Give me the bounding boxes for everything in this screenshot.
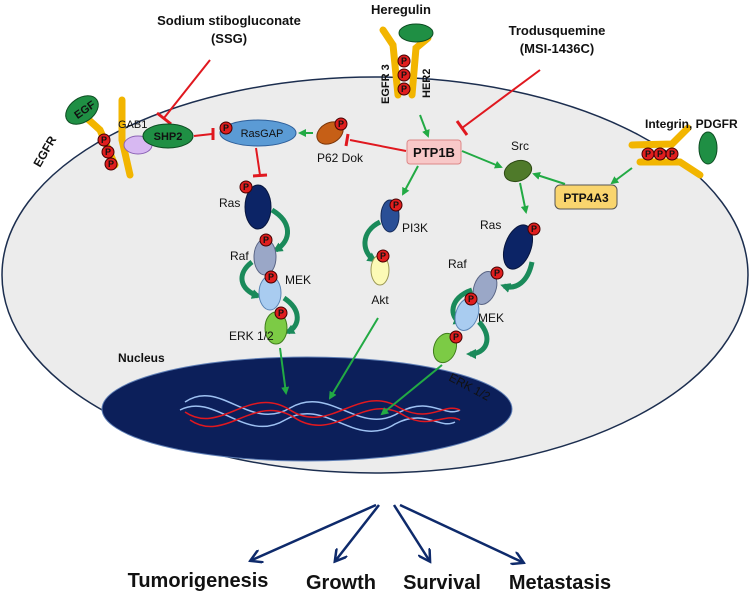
- rasgap-phospho: [219, 121, 233, 135]
- svg-text:P: P: [645, 149, 651, 159]
- outcome-arrows: [252, 503, 522, 562]
- raf-left-phospho: P: [263, 235, 269, 245]
- egfr-label: EGFR: [30, 133, 59, 169]
- svg-text:P: P: [108, 159, 114, 169]
- mek-right-phospho: P: [468, 294, 474, 304]
- msi-inhibition-line: [461, 69, 541, 129]
- ras-right-node: [502, 224, 534, 270]
- heregulin-label: Heregulin: [371, 2, 431, 17]
- her2-egfr3-receptor: [379, 23, 434, 99]
- mek-left-phospho: P: [268, 272, 274, 282]
- integrin-label: Integrin, PDGFR: [645, 117, 738, 131]
- outcome-survival: Survival: [403, 572, 481, 592]
- right-mapk-cascade: P Ras P Raf P MEK P ERK 1/2: [432, 218, 541, 404]
- svg-text:P: P: [401, 84, 407, 94]
- her2-label: HER2: [421, 69, 433, 98]
- svg-text:P: P: [657, 149, 663, 159]
- shp2-label: SHP2: [154, 131, 183, 143]
- outcome-metastasis: Metastasis: [509, 572, 611, 592]
- erk-left-label: ERK 1/2: [229, 329, 274, 343]
- p62dok-label: P62 Dok: [317, 151, 364, 165]
- ssg-label-line2: (SSG): [211, 31, 247, 46]
- mek-right-label: MEK: [478, 311, 504, 325]
- erk-right-phospho: P: [453, 332, 459, 342]
- ras-left-node: [244, 184, 272, 230]
- raf-right-label: Raf: [448, 257, 467, 271]
- ras-right-phospho: P: [531, 224, 537, 234]
- raf-right-phospho: P: [494, 268, 500, 278]
- rasgap-inhibits-ras: [255, 147, 261, 176]
- egfr3-label: EGFR 3: [380, 64, 392, 104]
- p62-phospho-label: P: [338, 119, 344, 129]
- msi-inhibition-bar: [455, 120, 469, 136]
- pi3k-label: PI3K: [402, 221, 428, 235]
- ras-left-label: Ras: [219, 196, 240, 210]
- erk-left-to-nucleus-arrow: [279, 347, 290, 395]
- rasgap-node: [219, 119, 297, 147]
- nucleus-label: Nucleus: [118, 351, 165, 365]
- ssg-label-line1: Sodium stibogluconate: [157, 13, 301, 28]
- akt-phospho-label: P: [380, 251, 386, 261]
- pi3k-phospho: [389, 198, 403, 212]
- ptp1b-to-src-arrow: [461, 150, 503, 169]
- erk-right-to-nucleus-arrow: [380, 364, 443, 416]
- ptp4a3-label: PTP4A3: [563, 191, 609, 205]
- rasgap-inhibits-ras-bar: [252, 173, 268, 178]
- egfr-receptor: EGF: [65, 95, 134, 179]
- integrin-pdgfr-receptor: [628, 124, 718, 179]
- akt-label: Akt: [371, 293, 389, 307]
- pi3k-to-akt-curved-arrow: [362, 219, 382, 263]
- pi3k-phospho-label: P: [393, 200, 399, 210]
- rasgap-phospho-label: P: [223, 123, 229, 133]
- src-node: [503, 159, 533, 183]
- ptp1b-label: PTP1B: [413, 145, 455, 160]
- raf-left-label: Raf: [230, 249, 249, 263]
- heregulin-ligand: [398, 23, 434, 43]
- shp2-inhibits-rasgap: [193, 133, 213, 137]
- ptp1b-inhibits-p62-bar: [344, 133, 350, 147]
- svg-text:P: P: [401, 56, 407, 66]
- receptor-to-ptp1b-arrow: [419, 114, 430, 138]
- dna-helix: [179, 395, 461, 432]
- mek-left-label: MEK: [285, 273, 311, 287]
- svg-text:P: P: [669, 149, 675, 159]
- src-label: Src: [511, 139, 529, 153]
- p62-phospho: [334, 117, 348, 131]
- outcome-tumorigenesis: Tumorigenesis: [128, 570, 269, 592]
- nucleus: [101, 356, 513, 462]
- integrin-ligand: [698, 131, 718, 165]
- outcome-growth: Growth: [306, 572, 376, 592]
- ras-right-label: Ras: [480, 218, 501, 232]
- ras-left-phospho: P: [243, 182, 249, 192]
- ptp4a3-node: [554, 184, 618, 210]
- svg-text:P: P: [101, 135, 107, 145]
- gab1-label: GAB1: [118, 119, 147, 131]
- akt-phospho: [376, 249, 390, 263]
- receptor-phospho-labels: P P P P P P P P P: [101, 56, 675, 169]
- ptp1b-node: [406, 139, 462, 165]
- ssg-inhibition-line: [163, 59, 211, 119]
- integrin-to-ptp4a3-arrow: [610, 167, 633, 185]
- left-mapk-cascade: P Ras P Raf P MEK P ERK 1/2: [219, 180, 311, 345]
- ssg-inhibition-bar: [156, 111, 172, 126]
- ptp4a3-to-src-arrow: [532, 172, 566, 185]
- msi-label-line1: Trodusquemine: [509, 23, 606, 38]
- svg-text:P: P: [401, 70, 407, 80]
- msi-label-line2: (MSI-1436C): [520, 41, 594, 56]
- ptp1b-inhibits-p62: [349, 139, 407, 152]
- ptp1b-to-pi3k-arrow: [402, 165, 419, 196]
- akt-to-nucleus-arrow: [328, 317, 379, 400]
- svg-text:P: P: [105, 147, 111, 157]
- erk-left-phospho: P: [278, 308, 284, 318]
- rasgap-label: RasGAP: [241, 128, 284, 140]
- shp2-node: [142, 123, 194, 149]
- src-to-ras-arrow: [519, 182, 529, 214]
- egf-ligand: [65, 95, 99, 125]
